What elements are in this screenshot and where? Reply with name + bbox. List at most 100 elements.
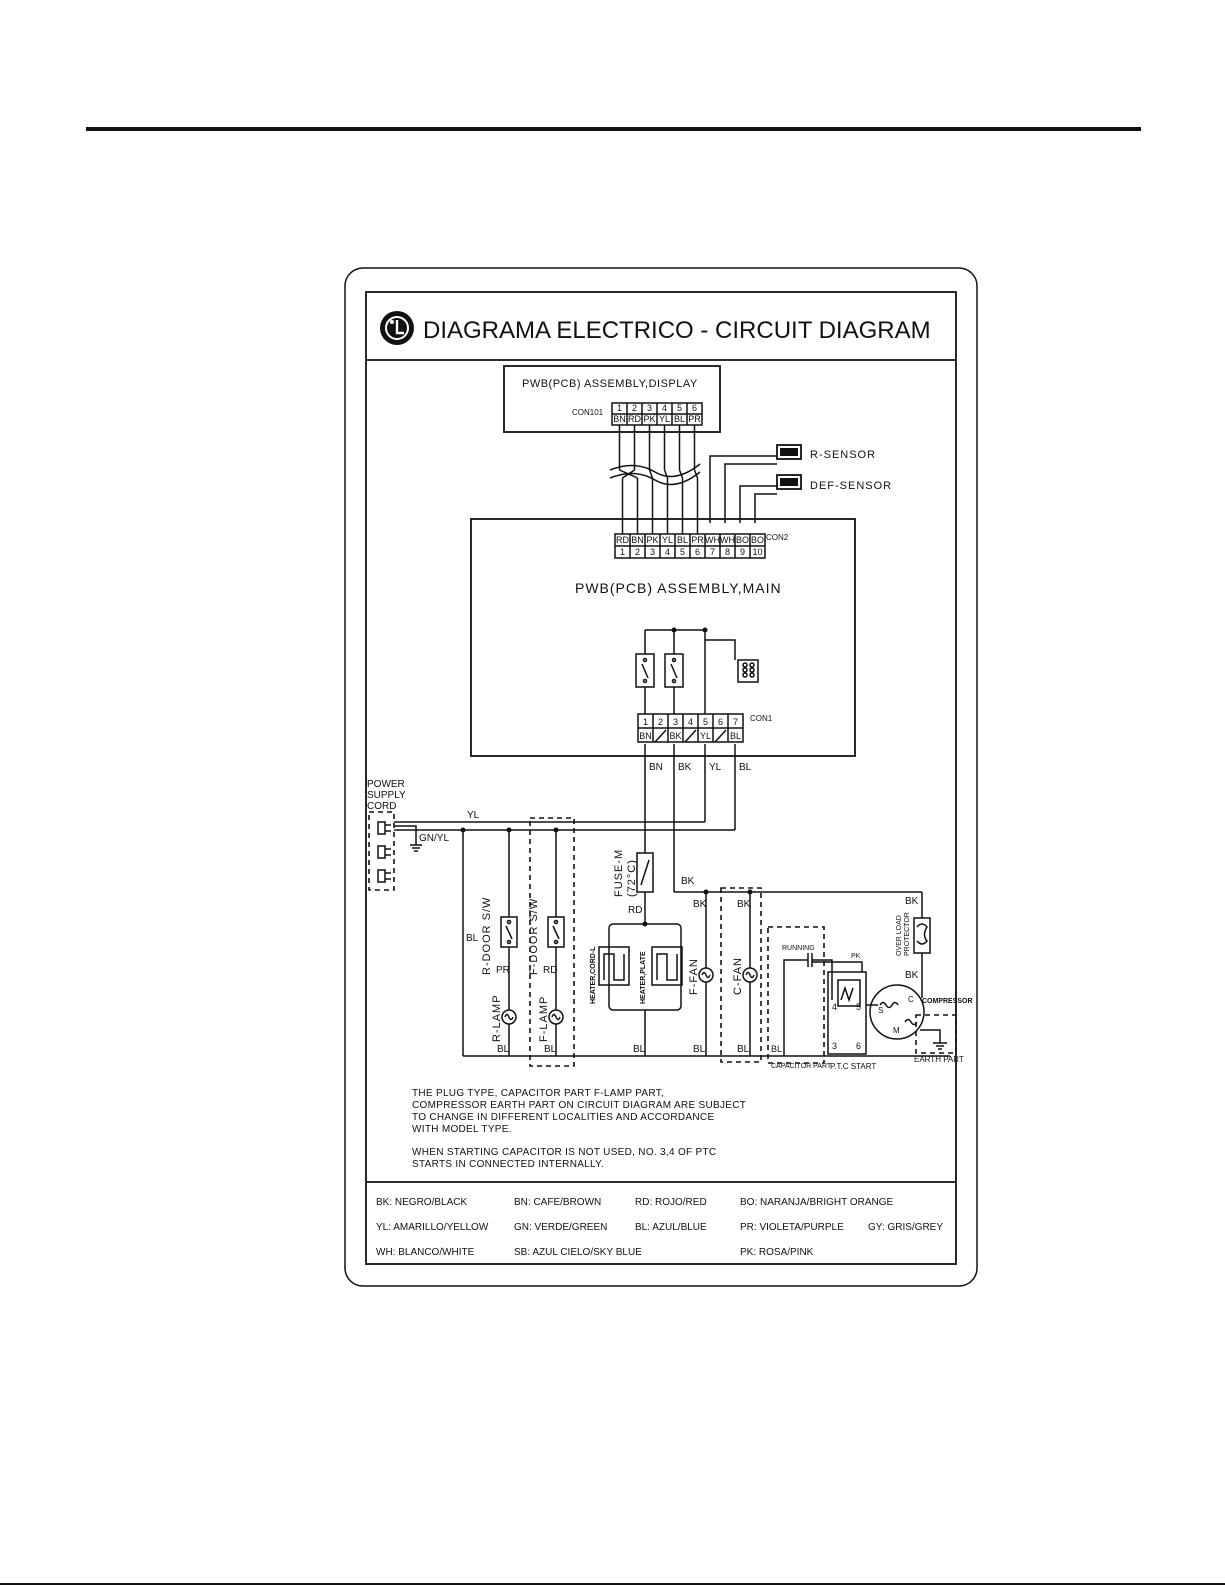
f-fan-bl-label: BL (693, 1044, 706, 1055)
ptc-pin-6: 6 (856, 1041, 861, 1051)
heater-cord-icon (598, 946, 630, 986)
out-label-yl: YL (709, 762, 722, 773)
c-fan-bl-label: BL (737, 1044, 750, 1055)
power-label-2: SUPPLY (367, 790, 406, 801)
con1-cell: 5 (703, 717, 708, 727)
r-door-label: R-DOOR S/W (481, 897, 493, 975)
con101-cell: RD (628, 414, 641, 424)
relay-2 (664, 653, 684, 688)
con2-cell: PK (646, 535, 658, 545)
con2-cell: RD (616, 535, 629, 545)
con2-cell: BO (751, 535, 764, 545)
con2-cell: 5 (680, 547, 685, 557)
con101-cell: 4 (662, 403, 667, 413)
inner-frame (365, 291, 957, 1265)
legend-item: BN: CAFE/BROWN (514, 1197, 601, 1208)
con101-cell: 1 (617, 403, 622, 413)
con1-cell: YL (700, 731, 711, 741)
f-lamp-part-box (529, 817, 575, 1067)
overload-protector-icon (913, 917, 931, 954)
note-line: COMPRESSOR EARTH PART ON CIRCUIT DIAGRAM… (412, 1100, 746, 1111)
power-label-3: CORD (367, 801, 396, 812)
pk-label: PK (851, 953, 861, 960)
out-label-bk: BK (678, 762, 692, 773)
display-harness (618, 425, 699, 534)
capacitor-part-box (767, 926, 825, 1064)
compressor-icon: S C M (869, 984, 925, 1040)
def-sensor-label: DEF-SENSOR (810, 480, 892, 492)
comp-pin-m: M (893, 1026, 900, 1035)
running-capacitor-icon (783, 953, 833, 1056)
r-door-bl-label: BL (466, 933, 479, 944)
ptc-pin-3: 3 (832, 1041, 837, 1051)
c-fan-part-box (720, 887, 762, 1063)
con1-cell: 4 (688, 717, 693, 727)
main-pcb (470, 518, 856, 757)
f-fan-bk-label: BK (693, 899, 707, 910)
overload-bk-label-2: BK (905, 970, 919, 981)
con1-cell: 7 (733, 717, 738, 727)
c-fan-icon (742, 967, 758, 983)
note-line: TO CHANGE IN DIFFERENT LOCALITIES AND AC… (412, 1112, 714, 1123)
con2-cell: BO (736, 535, 749, 545)
overload-label-2: PROTECTOR (904, 912, 911, 956)
con101-cell: YL (659, 414, 670, 424)
ptc-label: P.T.C START (830, 1062, 876, 1071)
notes-block: THE PLUG TYPE, CAPACITOR PART F-LAMP PAR… (412, 1088, 746, 1170)
con2-cell: YL (662, 535, 673, 545)
note-line: THE PLUG TYPE, CAPACITOR PART F-LAMP PAR… (412, 1088, 664, 1099)
note-line: WITH MODEL TYPE. (412, 1124, 512, 1135)
con2-cell: BN (631, 535, 644, 545)
con2-cell: 7 (710, 547, 715, 557)
con101-cell: BL (674, 414, 685, 424)
out-label-bn: BN (649, 762, 663, 773)
capacitor-part-label: CAPACITOR PART (771, 1063, 832, 1070)
transformer-icon (737, 659, 759, 683)
con2-cell: 1 (620, 547, 625, 557)
power-yl-label: YL (467, 810, 480, 821)
earth-part-box (915, 1014, 957, 1054)
con2-cell: WH (720, 535, 735, 545)
con1-label: CON1 (750, 714, 773, 723)
con101-cell: PR (688, 414, 701, 424)
fuse-label: FUSE-M (613, 849, 625, 897)
legend-item: BL: AZUL/BLUE (635, 1222, 707, 1233)
outer-frame (344, 267, 978, 1287)
ptc-starter: 4 5 3 6 (827, 971, 867, 1055)
heater-bl-label: BL (633, 1044, 646, 1055)
r-lamp-bl-label: BL (497, 1044, 510, 1055)
r-door-pr-label: PR (496, 965, 510, 976)
con1-cell: BK (669, 731, 681, 741)
heater-plate-icon (651, 946, 683, 986)
c-fan-bk-label: BK (737, 899, 751, 910)
legend-item: GN: VERDE/GREEN (514, 1222, 607, 1233)
top-rule (86, 127, 1141, 131)
note-line: STARTS IN CONNECTED INTERNALLY. (412, 1159, 604, 1170)
f-lamp-label: F-LAMP (538, 996, 550, 1042)
r-lamp-label: R-LAMP (491, 994, 503, 1042)
f-door-rd-label: RD (543, 965, 557, 976)
lg-logo-icon (380, 311, 414, 345)
con101-label: CON101 (572, 408, 604, 417)
con2-cell: 8 (725, 547, 730, 557)
con2-cell: PR (691, 535, 704, 545)
f-fan-icon (698, 967, 714, 983)
r-sensor-label: R-SENSOR (810, 449, 876, 461)
display-pcb-label: PWB(PCB) ASSEMBLY,DISPLAY (522, 378, 698, 390)
con2-cell: BL (677, 535, 688, 545)
f-lamp-bl-label: BL (544, 1044, 557, 1055)
f-lamp-icon (548, 1009, 564, 1025)
con1-cell: 2 (658, 717, 663, 727)
earth-part-label: EARTH PART (914, 1055, 964, 1064)
ptc-pin-5: 5 (856, 1002, 861, 1012)
con1-cell: 1 (643, 717, 648, 727)
legend-item: GY: GRIS/GREY (868, 1222, 943, 1233)
power-label-1: POWER (367, 779, 405, 790)
f-door-switch (547, 916, 565, 948)
con101-cell: BN (613, 414, 626, 424)
legend-item: RD: ROJO/RED (635, 1197, 707, 1208)
diagram-title: DIAGRAMA ELECTRICO - CIRCUIT DIAGRAM (423, 317, 931, 344)
con1-cell: 3 (673, 717, 678, 727)
